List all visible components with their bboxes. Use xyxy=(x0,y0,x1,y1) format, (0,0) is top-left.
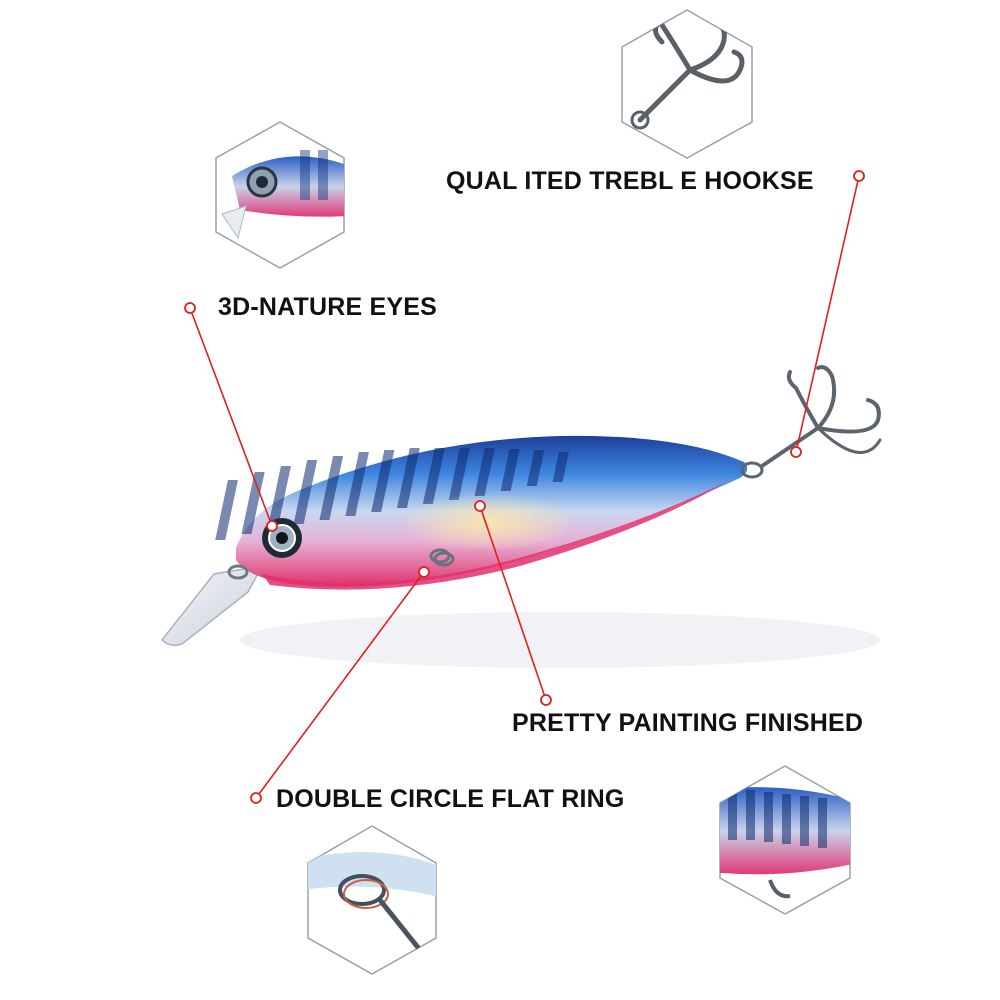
ring-detail-thumbnail xyxy=(307,825,437,975)
hooks-marker xyxy=(853,170,865,182)
eye-detail-thumbnail xyxy=(215,121,345,269)
treble-hooks-label: QUAL ITED TREBL E HOOKSE xyxy=(446,167,814,195)
hook-anchor-marker xyxy=(790,446,802,458)
painting-anchor-marker xyxy=(474,500,486,512)
eyes-marker xyxy=(184,302,196,314)
painting-marker xyxy=(540,694,552,706)
eye-anchor-marker xyxy=(266,520,278,532)
flat-ring-label: DOUBLE CIRCLE FLAT RING xyxy=(276,785,625,813)
ring-anchor-marker xyxy=(418,566,430,578)
nature-eyes-label: 3D-NATURE EYES xyxy=(218,293,438,321)
painting-detail-thumbnail xyxy=(719,765,851,915)
callout-markers xyxy=(184,170,865,804)
callout-lines xyxy=(189,175,860,799)
hook-detail-thumbnail xyxy=(621,9,753,159)
diving-lip xyxy=(160,565,264,647)
fishing-lure xyxy=(160,365,882,647)
painting-finish-label: PRETTY PAINTING FINISHED xyxy=(512,709,864,737)
belly-ring xyxy=(429,548,455,567)
lure-shadow xyxy=(240,612,880,668)
scale-pattern xyxy=(215,448,569,540)
tail-treble-hook xyxy=(740,365,882,479)
ring-marker xyxy=(250,792,262,804)
